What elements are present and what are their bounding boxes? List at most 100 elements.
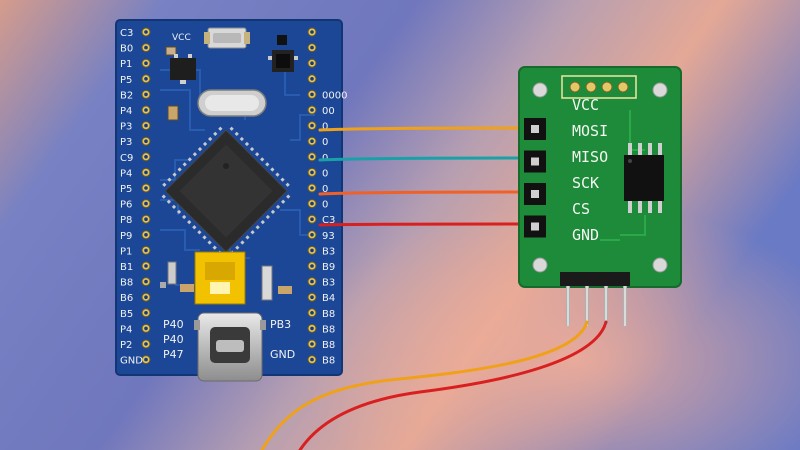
module-header-pin	[531, 222, 539, 231]
mount-hole	[532, 257, 548, 273]
right-pin-hole-center	[310, 45, 314, 50]
right-pin-hole-center	[310, 155, 314, 159]
right-pin-hole-center	[310, 139, 314, 143]
right-pin-hole-center	[310, 326, 314, 331]
chip-pin	[167, 177, 172, 182]
right-pin-hole-center	[310, 77, 314, 81]
chip-pin	[202, 141, 208, 147]
left-header-label: C3	[120, 28, 133, 39]
right-header-label: B9	[322, 262, 335, 273]
module-pin-label: MISO	[572, 148, 608, 166]
regulator-pin	[188, 54, 192, 58]
mount-hole	[532, 82, 548, 98]
silk-bottom-right-1: PB3	[270, 318, 291, 331]
right-header-label: B8	[322, 324, 335, 335]
left-header-label: C9	[120, 153, 133, 164]
silk-bottom-left-2: P40	[163, 333, 184, 346]
right-header-label: 0	[322, 168, 328, 179]
left-pin-hole-center	[144, 326, 148, 331]
silk-vcc: VCC	[172, 33, 191, 43]
chip-pin	[235, 245, 240, 250]
bottom-wires	[260, 320, 608, 450]
right-pin-hole-center	[310, 123, 314, 128]
left-pin-hole-center	[144, 186, 148, 190]
wire-teal	[318, 156, 530, 162]
right-header-label: B8	[322, 309, 335, 320]
left-header-label: P8	[120, 215, 132, 226]
left-header-label: P3	[120, 137, 132, 148]
crystal-icon	[197, 89, 267, 117]
chip-pin	[281, 199, 286, 204]
chip-pin	[260, 157, 265, 162]
chip-pin	[187, 219, 192, 225]
chip-pin	[187, 157, 192, 162]
module-header	[524, 118, 546, 238]
module-pin-label: MOSI	[572, 122, 608, 140]
regulator-pin	[174, 54, 178, 58]
left-header-label: P5	[120, 75, 132, 86]
spi-module-pcb	[518, 66, 682, 288]
left-pin-hole-center	[144, 139, 148, 143]
module-pin-label: GND	[572, 226, 599, 244]
silk-bottom-left-3: P47	[163, 348, 184, 361]
left-pin-hole-center	[144, 30, 148, 34]
right-header-pins	[307, 27, 317, 365]
left-header-label: P3	[120, 122, 132, 133]
left-pin-hole-center	[144, 201, 148, 206]
left-header-pins	[141, 27, 151, 365]
wire-red	[318, 222, 530, 227]
chip-pin	[213, 131, 218, 136]
chip-pin	[234, 131, 239, 136]
left-header-label: B1	[120, 262, 133, 273]
left-header-label: B8	[120, 278, 133, 289]
left-header-label: GND	[120, 356, 143, 367]
right-header-label: B8	[322, 340, 335, 351]
chip-pin	[255, 225, 260, 230]
left-pin-hole-center	[144, 61, 148, 65]
chip-pin	[250, 230, 255, 235]
chip-pin	[162, 182, 167, 187]
chip-pin	[265, 214, 270, 220]
right-pin-hole-center	[310, 311, 314, 315]
top-pad	[601, 81, 613, 93]
regulator-pin	[180, 80, 186, 84]
top-pad	[617, 81, 629, 93]
component	[261, 265, 273, 301]
chip-pin	[260, 219, 265, 225]
left-pin-hole-center	[144, 264, 148, 268]
left-pin-hole-center	[144, 248, 148, 253]
left-pin-hole-center	[144, 123, 148, 128]
chip-pin	[275, 204, 281, 209]
left-header-label: P5	[120, 184, 132, 195]
chip-pin	[166, 199, 171, 204]
left-header-label: P9	[120, 231, 132, 242]
right-pin-hole-center	[310, 61, 314, 65]
right-header-label: 0	[322, 200, 328, 211]
module-pin-label: SCK	[572, 174, 599, 192]
left-pin-hole-center	[144, 45, 148, 50]
right-header-label: B3	[322, 246, 335, 257]
chip-pin	[275, 172, 280, 177]
bottom-pin-header	[560, 272, 630, 326]
chip-pin	[265, 162, 270, 167]
left-header-label: B6	[120, 293, 133, 304]
component	[160, 282, 166, 288]
crystal-small	[204, 27, 250, 49]
chip-pin	[161, 194, 166, 199]
left-header-label: B2	[120, 90, 133, 101]
mount-hole	[652, 82, 668, 98]
silk-bottom-right-2: GND	[270, 348, 295, 361]
chip-pin	[202, 235, 207, 240]
chip-pin	[192, 152, 198, 157]
right-pin-hole-center	[310, 30, 314, 34]
chip-pin	[286, 194, 291, 199]
chip-pin	[192, 225, 197, 230]
chip-pin	[249, 147, 255, 152]
left-pin-hole-center	[144, 77, 148, 81]
capacitor	[165, 46, 177, 56]
component	[278, 286, 292, 294]
chip-pins	[161, 126, 291, 255]
